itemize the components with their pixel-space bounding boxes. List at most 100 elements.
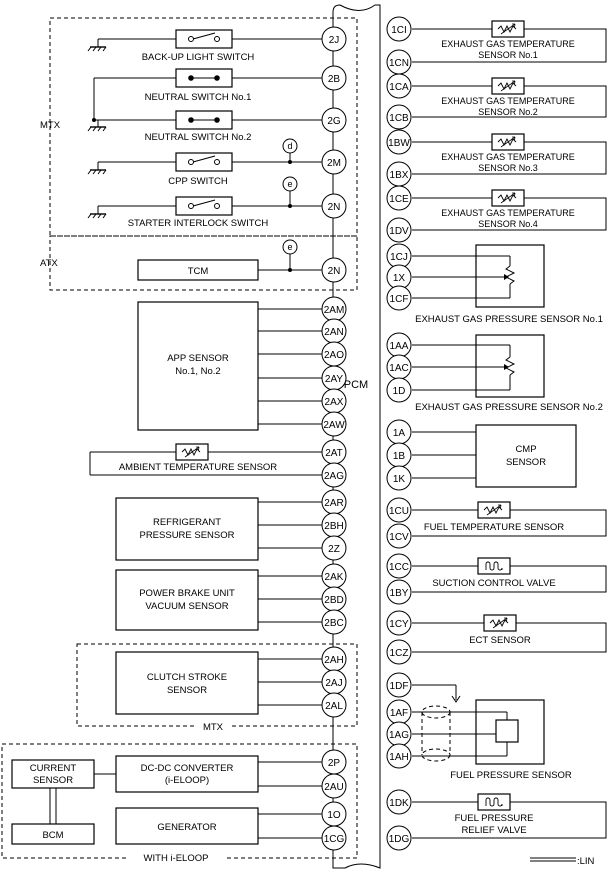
- solenoid-icon: [477, 557, 511, 575]
- svg-text:2AU: 2AU: [324, 782, 343, 793]
- atx-group-label: ATX: [40, 258, 58, 269]
- svg-text:1CY: 1CY: [389, 619, 409, 630]
- egp-sensor-no1: EXHAUST GAS PRESSURE SENSOR No.1: [412, 244, 603, 325]
- svg-text:1X: 1X: [393, 273, 406, 284]
- svg-text:EXHAUST GAS TEMPERATURE: EXHAUST GAS TEMPERATURE: [441, 39, 575, 49]
- left-pin: 2AK: [321, 563, 347, 589]
- left-pin: 2AH: [321, 646, 347, 672]
- svg-text:FUEL TEMPERATURE SENSOR: FUEL TEMPERATURE SENSOR: [424, 522, 564, 533]
- svg-text:2N: 2N: [328, 266, 341, 277]
- svg-text:2AR: 2AR: [324, 498, 343, 509]
- svg-text:2AG: 2AG: [324, 471, 344, 482]
- svg-text:1DK: 1DK: [389, 798, 409, 809]
- right-pin: 1CZ: [386, 639, 412, 665]
- egp-sensor-no2: EXHAUST GAS PRESSURE SENSOR No.2: [412, 334, 603, 413]
- right-pin: 1DF: [386, 672, 412, 698]
- refrigerant-label-1: REFRIGERANT: [153, 517, 221, 528]
- left-pin: 2N: [321, 193, 347, 219]
- right-pin: 1D: [386, 377, 412, 403]
- svg-text:FUEL PRESSURE: FUEL PRESSURE: [455, 813, 534, 824]
- right-pin: 1CE: [386, 185, 412, 211]
- right-pin: 1AA: [386, 332, 412, 358]
- svg-text:SENSOR No.2: SENSOR No.2: [478, 107, 538, 117]
- svg-text:2BD: 2BD: [324, 595, 343, 606]
- left-pin: 2AX: [321, 388, 347, 414]
- neutral-switch-no2: NEUTRAL SWITCH No.2: [87, 110, 322, 143]
- svg-text:1A: 1A: [393, 428, 406, 439]
- svg-text:EXHAUST GAS PRESSURE SENSOR No: EXHAUST GAS PRESSURE SENSOR No.2: [415, 402, 603, 413]
- svg-text:1BX: 1BX: [390, 170, 409, 181]
- left-pin: 2P: [321, 749, 347, 775]
- current-sensor-label-2: SENSOR: [33, 775, 73, 786]
- lin-legend-label: :LIN: [577, 856, 595, 867]
- svg-text:1CG: 1CG: [324, 834, 345, 845]
- svg-text:1CJ: 1CJ: [390, 252, 408, 263]
- egt-sensor-no2: EXHAUST GAS TEMPERATURE SENSOR No.2: [412, 77, 607, 118]
- right-pin: 1AC: [386, 354, 412, 380]
- thermistor-icon: [491, 77, 525, 95]
- left-pin: 2M: [321, 149, 347, 175]
- left-pin: 2BD: [321, 586, 347, 612]
- right-pin: 1CU: [386, 497, 412, 523]
- neutral-switch-no1-label: NEUTRAL SWITCH No.1: [145, 92, 252, 103]
- svg-text:2M: 2M: [327, 158, 341, 169]
- left-pin: 2AU: [321, 773, 347, 799]
- right-pin: 1AH: [386, 743, 412, 769]
- atx-group-border: [49, 235, 358, 291]
- right-pin: 1CC: [386, 553, 412, 579]
- current-sensor-label-1: CURRENT: [30, 763, 77, 774]
- svg-text:EXHAUST GAS TEMPERATURE: EXHAUST GAS TEMPERATURE: [441, 96, 575, 106]
- svg-text:2AW: 2AW: [323, 420, 345, 431]
- left-pin: 2G: [321, 107, 347, 133]
- svg-text:SUCTION CONTROL VALVE: SUCTION CONTROL VALVE: [432, 578, 555, 589]
- mtx-clutch-group-border: [76, 643, 358, 727]
- right-pin: 1BY: [386, 579, 412, 605]
- egt-sensor-no3: EXHAUST GAS TEMPERATURE SENSOR No.3: [412, 133, 607, 175]
- svg-text:EXHAUST GAS TEMPERATURE: EXHAUST GAS TEMPERATURE: [441, 152, 575, 162]
- backup-light-switch: BACK-UP LIGHT SWITCH: [87, 29, 322, 63]
- thermistor-icon: [491, 189, 525, 207]
- right-pin: 1DG: [386, 825, 412, 851]
- right-pin: 1CA: [386, 73, 412, 99]
- tcm-module: TCM e: [137, 239, 322, 281]
- junction-e-label-2: e: [287, 242, 292, 252]
- left-pin: 2J: [321, 26, 347, 52]
- thermistor-icon: [491, 20, 525, 38]
- ground-icon: [87, 46, 107, 52]
- svg-text:1DG: 1DG: [389, 834, 410, 845]
- svg-text:2AY: 2AY: [325, 374, 343, 385]
- dcdc-converter: DC-DC CONVERTER (i-ELOOP): [94, 755, 322, 793]
- fuel-temperature-sensor: FUEL TEMPERATURE SENSOR: [412, 501, 607, 537]
- svg-text:SENSOR No.1: SENSOR No.1: [478, 50, 538, 60]
- svg-text:1CE: 1CE: [389, 194, 409, 205]
- left-pin: 2BC: [321, 609, 347, 635]
- app-sensor-label-2: No.1, No.2: [175, 366, 220, 377]
- fuel-pressure-sensor: FUEL PRESSURE SENSOR: [412, 684, 572, 781]
- refrigerant-pressure-sensor: REFRIGERANT PRESSURE SENSOR: [115, 497, 322, 561]
- svg-text:1CC: 1CC: [389, 562, 409, 573]
- svg-text:1AA: 1AA: [390, 341, 409, 352]
- generator: GENERATOR: [115, 807, 322, 845]
- suction-control-valve: SUCTION CONTROL VALVE: [412, 557, 607, 593]
- svg-text:1AF: 1AF: [390, 708, 408, 719]
- right-pin: 1DK: [386, 789, 412, 815]
- mtx-group-label: MTX: [40, 120, 61, 131]
- svg-text:FUEL PRESSURE SENSOR: FUEL PRESSURE SENSOR: [450, 770, 572, 781]
- generator-label: GENERATOR: [157, 822, 216, 833]
- left-pin: 2AT: [321, 439, 347, 465]
- ambient-temp-label: AMBIENT TEMPERATURE SENSOR: [119, 462, 277, 473]
- cmp-sensor: CMP SENSOR: [412, 424, 577, 488]
- right-pin: 1CB: [386, 104, 412, 130]
- brake-vacuum-label-1: POWER BRAKE UNIT: [139, 588, 235, 599]
- svg-text:ECT SENSOR: ECT SENSOR: [469, 635, 531, 646]
- left-pin: 2BH: [321, 512, 347, 538]
- clutch-stroke-label-2: SENSOR: [167, 685, 207, 696]
- svg-text:1D: 1D: [393, 386, 406, 397]
- left-pin: 2AY: [321, 365, 347, 391]
- svg-text:1CF: 1CF: [390, 294, 409, 305]
- ect-sensor: ECT SENSOR: [412, 614, 607, 653]
- dcdc-label-2: (i-ELOOP): [165, 775, 209, 786]
- left-pin: 1CG: [321, 825, 347, 851]
- left-pin: 2AJ: [321, 669, 347, 695]
- svg-text:2AL: 2AL: [325, 701, 343, 712]
